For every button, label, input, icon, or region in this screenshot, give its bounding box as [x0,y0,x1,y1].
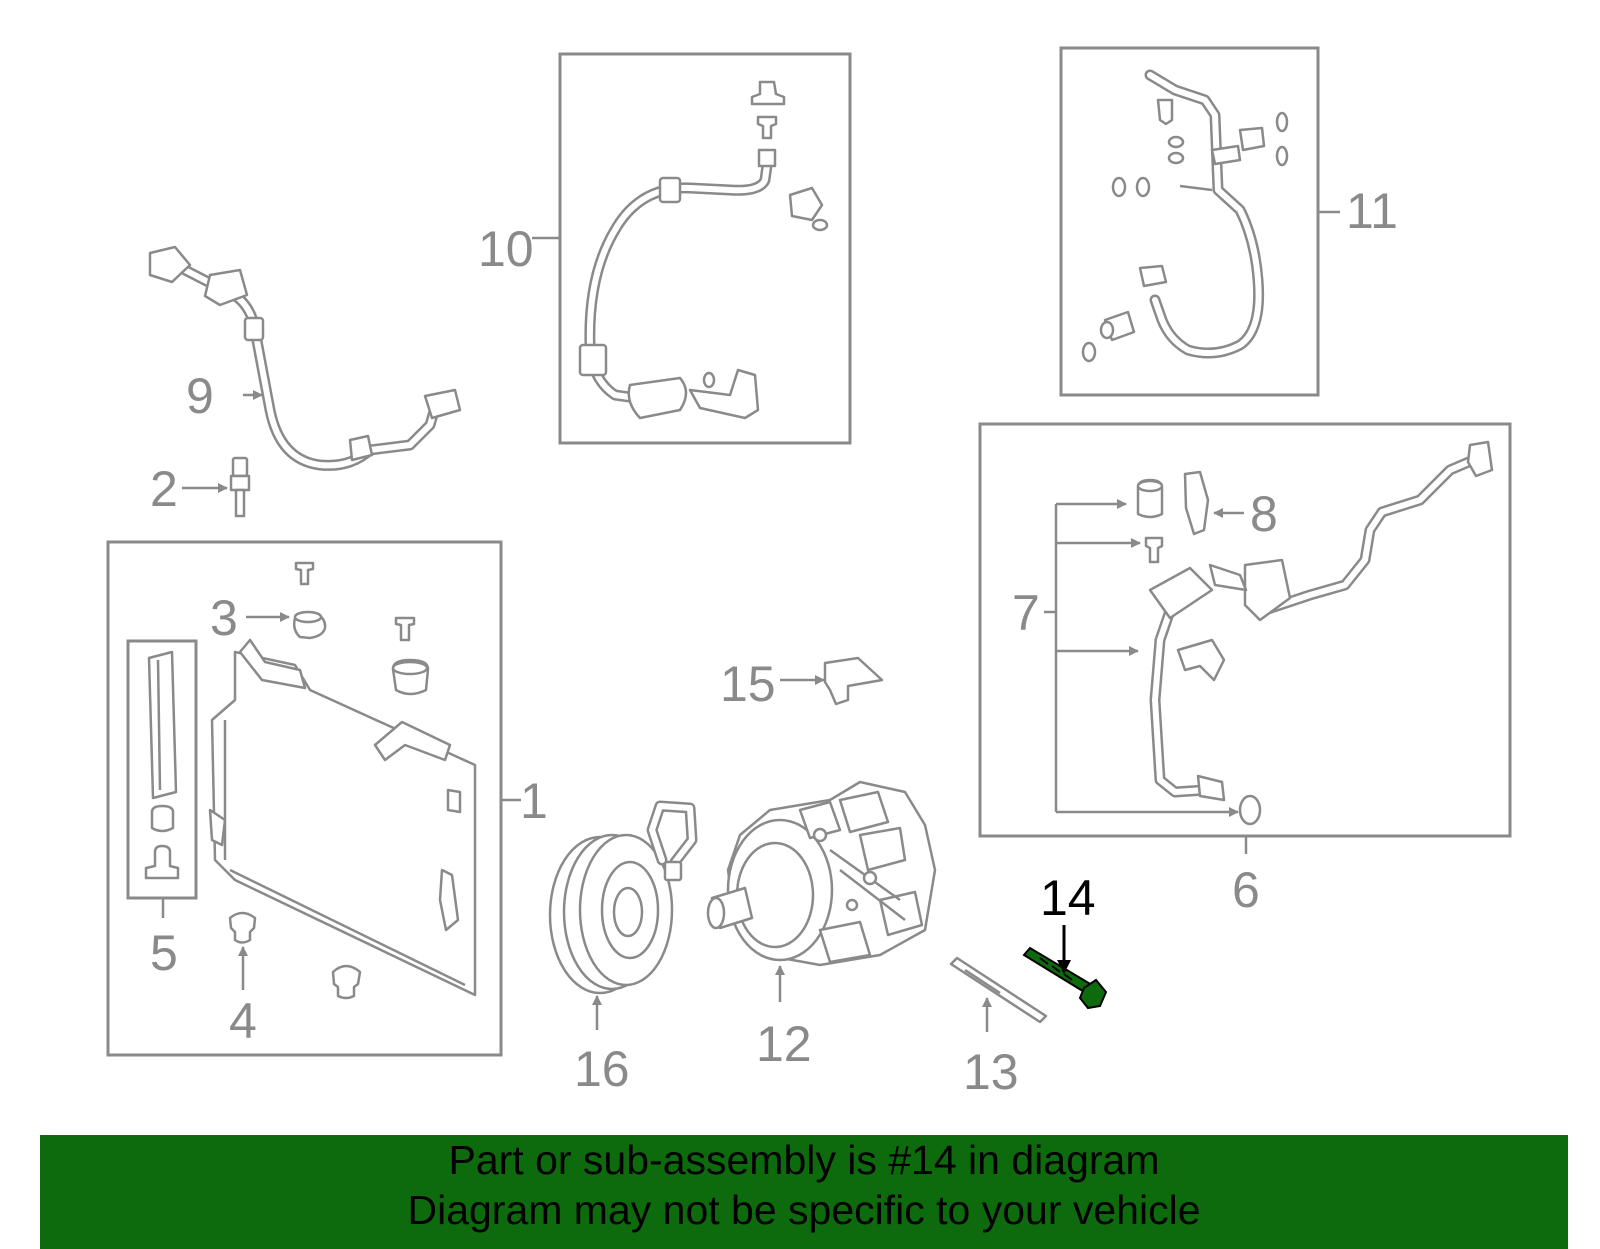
condenser-part [208,561,477,1000]
callout-10: 10 [478,221,534,277]
callout-16: 16 [574,1041,630,1097]
callout-11: 11 [1346,183,1398,239]
clutch-pulley-part [548,800,698,995]
callout-15: 15 [720,656,776,712]
callout-7: 7 [1012,585,1040,641]
callout-9: 9 [186,368,214,424]
callout-1: 1 [520,773,548,829]
banner-line-2: Diagram may not be specific to your vehi… [407,1187,1201,1233]
stud-part [949,956,1048,1024]
banner-line-1: Part or sub-assembly is #14 in diagram [448,1137,1160,1183]
callout-12: 12 [756,1016,812,1072]
callout-14: 14 [1040,870,1096,926]
group-box-10 [558,52,852,445]
group-box-11 [1059,46,1320,397]
callout-4: 4 [229,993,257,1049]
wire-harness-part [148,245,462,471]
compressor-part [706,780,937,967]
callout-3: 3 [210,590,238,646]
group-box-1 [106,540,503,1057]
receiver-part [144,650,180,880]
callout-2: 2 [150,461,178,517]
callout-8: 8 [1250,486,1278,542]
bracket-part [823,656,884,706]
callout-6: 6 [1232,862,1260,918]
callout-13: 13 [963,1044,1019,1100]
info-banner: Part or sub-assembly is #14 in diagram D… [40,1135,1568,1249]
callout-5: 5 [150,925,178,981]
pressure-switch-part [229,456,251,518]
suction-tube-part [1081,69,1289,363]
liquid-tube-part [1136,440,1494,826]
discharge-hose-part [578,80,829,420]
